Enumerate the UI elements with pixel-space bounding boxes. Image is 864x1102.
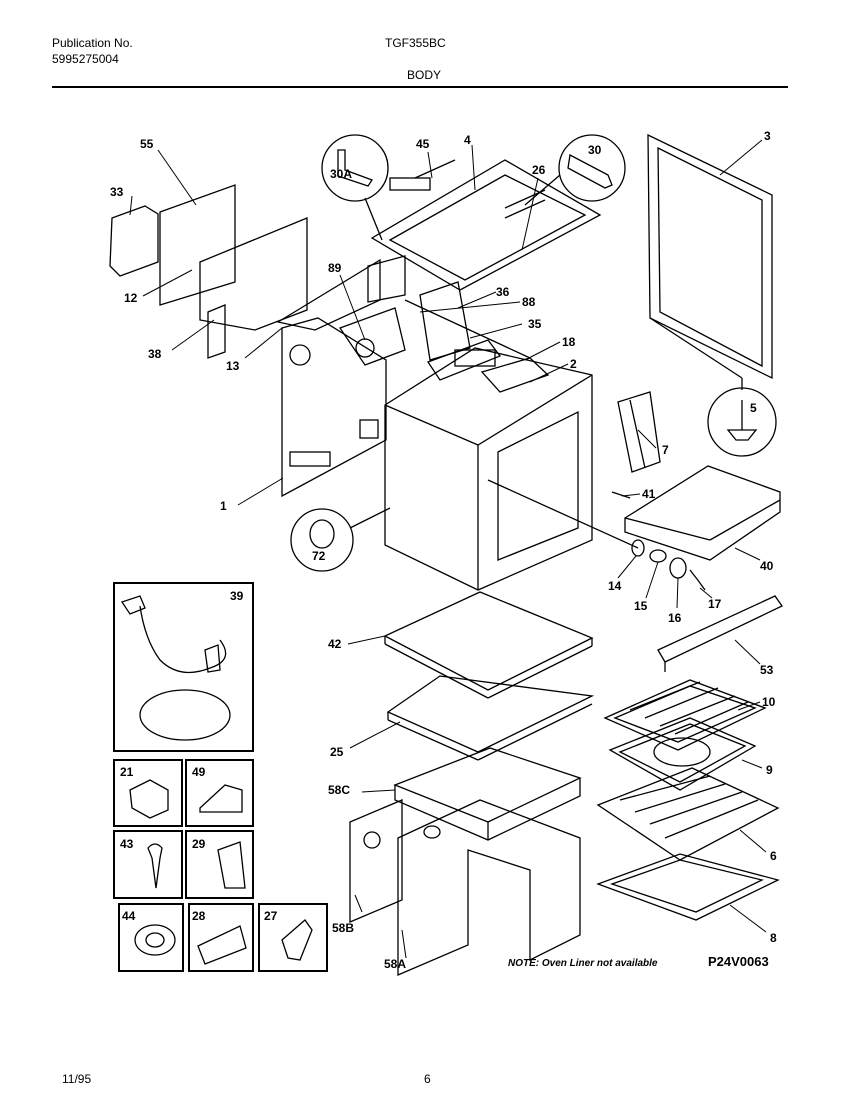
callout-7: 7 [662,443,669,457]
callout-3: 3 [764,129,771,143]
callout-72: 72 [312,549,326,563]
knobs-14-17 [487,479,706,591]
callout-9: 9 [766,763,773,777]
callout-58a: 58A [384,957,406,971]
top-panel-part [370,159,602,291]
part-43 [147,843,163,889]
back-panel-part [109,184,387,498]
footer-date: 11/95 [62,1072,92,1086]
callout-58c: 58C [328,783,350,797]
part-28 [197,925,247,965]
callout-45: 45 [416,137,430,151]
box-39 [113,582,254,752]
callout-30a: 30A [330,167,352,181]
detail-30 [524,134,626,206]
broiler-grid-10 [603,679,767,751]
part-27 [281,919,313,961]
part-29 [217,841,246,889]
broiler-pan-9 [608,717,757,791]
callout-25: 25 [330,745,344,759]
power-cord-39 [120,595,227,674]
broiler-panel-40 [611,465,781,561]
header-rule [52,86,788,88]
callout-38: 38 [148,347,162,361]
callout-4: 4 [464,133,471,147]
section-title: BODY [407,68,442,82]
panel-42 [383,591,594,699]
callout-40: 40 [760,559,774,573]
part-49 [199,784,243,813]
callout-88: 88 [522,295,536,309]
callout-1: 1 [220,499,227,513]
part-21 [129,779,169,819]
rail-53 [657,595,783,672]
callout-8: 8 [770,931,777,945]
callout-6: 6 [770,849,777,863]
box-21 [113,759,183,827]
detail-72 [290,507,391,572]
callout-14: 14 [608,579,622,593]
callout-36: 36 [496,285,510,299]
detail-30a [321,134,389,241]
callout-2: 2 [570,357,577,371]
callout-35: 35 [528,317,542,331]
model-number: TGF355BC [385,36,446,50]
callout-10: 10 [762,695,776,709]
callout-89: 89 [328,261,342,275]
callout-16: 16 [668,611,682,625]
callout-13: 13 [226,359,240,373]
door-frame-part [647,133,777,457]
power-cord-loop [139,689,231,741]
callout-53: 53 [760,663,774,677]
box-43 [113,830,183,899]
callout-15: 15 [634,599,648,613]
box-29 [185,830,254,899]
callout-29: 29 [192,837,206,851]
callout-5: 5 [750,401,757,415]
insulation-58c [393,747,582,841]
callout-44: 44 [122,909,136,923]
callout-27: 27 [264,909,278,923]
callout-17: 17 [708,597,722,611]
callout-42: 42 [328,637,342,651]
publication-number: 5995275004 [52,52,119,66]
component-89 [338,255,406,366]
box-49 [185,759,254,827]
oven-rack-6 [596,767,780,861]
callout-58b: 58B [332,921,354,935]
callout-21: 21 [120,765,134,779]
box-44 [118,903,184,972]
bracket-7 [617,391,661,473]
box-28 [188,903,254,972]
callout-30: 30 [588,143,602,157]
box-27 [258,903,328,972]
body-cabinet-part [384,347,593,591]
plug-39 [204,644,221,673]
part-44 [134,924,176,956]
callout-26: 26 [532,163,546,177]
callout-39: 39 [230,589,244,603]
oven-bottom-8 [596,853,780,921]
oven-liner-note: NOTE: Oven Liner not available [508,958,658,969]
callout-12: 12 [124,291,138,305]
callout-28: 28 [192,909,206,923]
burner-box-part [404,281,531,381]
insulation-58a-58b [349,799,581,976]
callout-43: 43 [120,837,134,851]
callout-33: 33 [110,185,124,199]
callout-41: 41 [642,487,656,501]
callout-55: 55 [140,137,154,151]
diagram-code: P24V0063 [708,954,769,969]
publication-label: Publication No. [52,36,133,50]
callout-49: 49 [192,765,206,779]
callout-18: 18 [562,335,576,349]
footer-page: 6 [424,1072,431,1086]
